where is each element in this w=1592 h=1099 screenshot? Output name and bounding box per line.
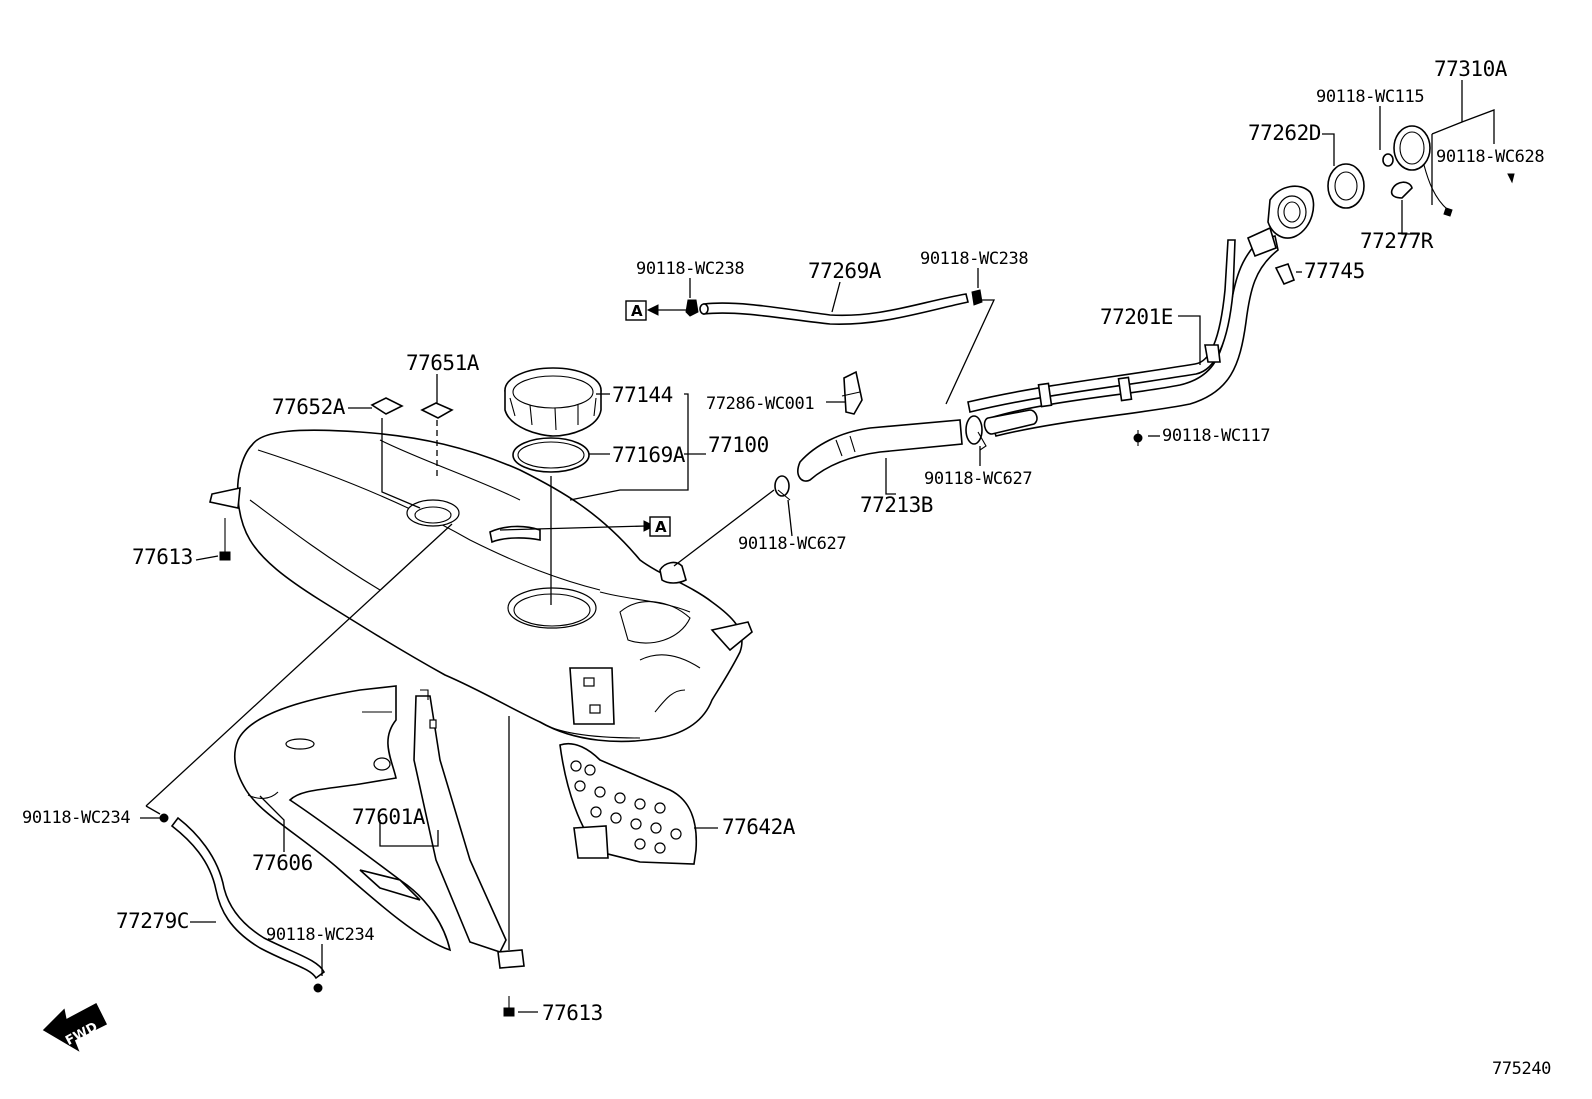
sender-pad-77652A[interactable] xyxy=(370,397,404,415)
screw-wc628[interactable] xyxy=(1507,173,1515,184)
label-77213B: 77213B xyxy=(860,493,933,517)
fwd-direction-arrow: FWD xyxy=(42,1002,108,1052)
fuel-pump-retainer-ring[interactable] xyxy=(504,367,602,437)
label-90118-WC628: 90118-WC628 xyxy=(1436,147,1544,167)
label-90118-WC234-lower: 90118-WC234 xyxy=(266,925,374,945)
fuel-tank-protector-77606[interactable] xyxy=(233,685,452,952)
filler-lid-hinge[interactable] xyxy=(1390,181,1413,199)
svg-text:A: A xyxy=(655,518,667,536)
fuel-tank-protector-77642A[interactable] xyxy=(559,742,698,865)
label-77642A: 77642A xyxy=(722,815,796,839)
label-90118-WC238-right: 90118-WC238 xyxy=(920,249,1028,269)
vent-hose[interactable] xyxy=(699,293,969,325)
clip-wc234-lower[interactable] xyxy=(313,983,323,993)
label-77201E: 77201E xyxy=(1100,305,1173,329)
fuel-inlet-pipe[interactable] xyxy=(967,185,1315,437)
label-77169A: 77169A xyxy=(612,443,686,467)
screw-wc115[interactable] xyxy=(1382,153,1394,167)
label-90118-WC627-upper: 90118-WC627 xyxy=(924,469,1032,489)
label-77100: 77100 xyxy=(708,433,769,457)
label-77262D: 77262D xyxy=(1248,121,1321,145)
hose-clamp-lower[interactable] xyxy=(774,475,791,501)
fuel-tank[interactable] xyxy=(209,429,753,743)
sender-pad-77651A[interactable] xyxy=(420,402,454,419)
label-77269A: 77269A xyxy=(808,259,882,283)
label-90118-WC234-left: 90118-WC234 xyxy=(22,808,130,828)
label-90118-WC115: 90118-WC115 xyxy=(1316,87,1424,107)
label-77310A: 77310A xyxy=(1434,57,1508,81)
check-valve-77745[interactable] xyxy=(1274,262,1296,286)
fuel-pump-gasket[interactable] xyxy=(512,437,590,473)
view-mark-a-left: A xyxy=(625,300,647,321)
band-bracket[interactable] xyxy=(497,949,525,969)
label-77651A: 77651A xyxy=(406,351,480,375)
hose-clamp-upper[interactable] xyxy=(965,415,987,451)
label-77652A: 77652A xyxy=(272,395,346,419)
fuel-breather-hose-short[interactable] xyxy=(983,409,1038,435)
label-77144: 77144 xyxy=(612,383,673,407)
vent-hose-clamp-right[interactable] xyxy=(971,289,983,306)
leader-lines xyxy=(140,80,1495,1013)
label-90118-WC117: 90118-WC117 xyxy=(1162,426,1270,446)
breather-connector[interactable] xyxy=(841,370,863,415)
bolt-77613-lower[interactable] xyxy=(503,996,515,1017)
svg-text:A: A xyxy=(631,302,643,320)
label-77601A: 77601A xyxy=(352,805,426,829)
label-77279C: 77279C xyxy=(116,909,189,933)
clip-wc234-upper[interactable] xyxy=(159,813,169,823)
vent-hose-clamp-left[interactable] xyxy=(685,299,699,317)
label-77745: 77745 xyxy=(1304,259,1365,283)
fuel-cap[interactable] xyxy=(1393,125,1453,217)
diagram-id: 775240 xyxy=(1492,1059,1551,1079)
label-77277R: 77277R xyxy=(1360,229,1434,253)
bolt-wc117[interactable] xyxy=(1133,430,1143,446)
label-77606: 77606 xyxy=(252,851,313,875)
filler-cap-seal[interactable] xyxy=(1327,163,1365,209)
vent-tube-77279C[interactable] xyxy=(170,816,326,980)
label-77613-lower: 77613 xyxy=(542,1001,603,1025)
label-77286-WC001: 77286-WC001 xyxy=(706,394,814,414)
part-labels: 77310A 90118-WC115 77262D 90118-WC628 77… xyxy=(22,57,1552,1079)
label-90118-WC238-left: 90118-WC238 xyxy=(636,259,744,279)
label-90118-WC627-lower: 90118-WC627 xyxy=(738,534,846,554)
fuel-filler-hose[interactable] xyxy=(797,419,963,482)
bolt-77613-upper[interactable] xyxy=(219,518,231,561)
view-mark-a-right: A xyxy=(649,516,671,537)
fuel-tank-band[interactable] xyxy=(413,689,507,953)
label-77613-upper: 77613 xyxy=(132,545,193,569)
